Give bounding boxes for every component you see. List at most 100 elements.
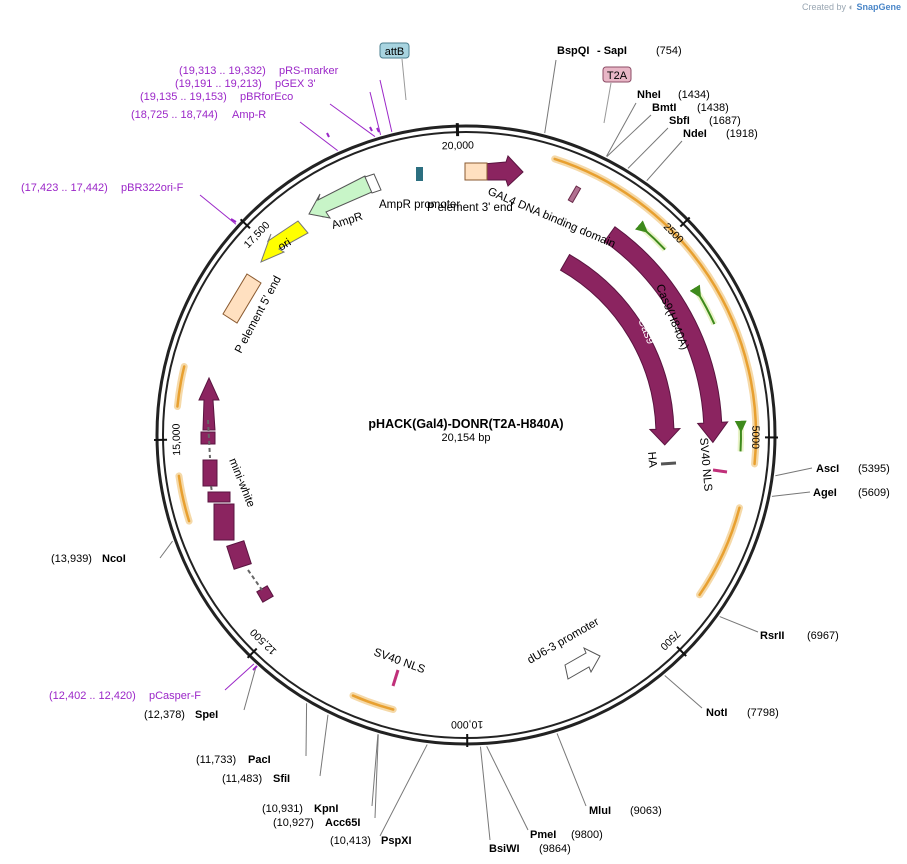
enzyme-sapi: - SapI [597, 45, 627, 57]
primer-range-4: (18,725 .. 18,744) [131, 109, 218, 121]
mini-white-exons [200, 419, 274, 603]
tick-label: 20,000 [442, 139, 475, 152]
enzyme-leader-line [243, 665, 257, 711]
enzyme-ndei: NdeI [683, 128, 707, 140]
enzyme-acc65i: Acc65I [325, 817, 360, 829]
enzyme-leader-line [371, 734, 379, 807]
primer-range-6: (12,402 .. 12,420) [49, 690, 136, 702]
primer-leader-line [369, 91, 382, 136]
ori-arrow [260, 220, 309, 263]
primer-range-1: (19,313 .. 19,332) [179, 65, 266, 77]
primer-mark-5 [252, 665, 258, 671]
enzyme-leader-line [646, 140, 683, 182]
ori-label: ori [276, 237, 293, 254]
backbone-outer [155, 124, 777, 746]
enzyme-leader-line [771, 491, 811, 497]
primer-mark-1 [369, 126, 373, 132]
enzyme-sfii-pos: (11,483) [222, 773, 262, 785]
primer-labels: (19,313 .. 19,332) pRS-marker (19,191 ..… [21, 65, 339, 702]
enzyme-bspqi: BspQI [557, 45, 589, 57]
enzyme-rsrii-pos: (6967) [807, 630, 839, 642]
enzyme-mlui: MluI [589, 805, 611, 817]
tick-label: 5000 [749, 426, 761, 450]
ha-marker [660, 461, 677, 466]
ampr-arrow [308, 175, 373, 219]
primer-mark-4 [230, 218, 237, 223]
gal4-label: GAL4 DNA binding domain [486, 186, 617, 251]
credit-brand: SnapGene [856, 2, 901, 12]
sv40-nls-right-marker [712, 468, 728, 474]
enzyme-spei-pos: (12,378) [144, 709, 185, 721]
enzyme-pspxi-pos: (10,413) [330, 835, 371, 847]
primer-leader-line [329, 103, 376, 137]
enzyme-paci: PacI [248, 754, 271, 766]
primer-leader-line [199, 194, 237, 225]
mini-white-arrow [198, 376, 220, 431]
enzyme-spei: SpeI [195, 709, 218, 721]
tick-label: 10,000 [451, 718, 483, 730]
enzyme-bspqi-pos: (754) [656, 45, 682, 57]
attb-tag: attB [379, 42, 410, 101]
primer-name-5: pBR322ori-F [121, 182, 184, 194]
primer-name-2: pGEX 3' [275, 78, 316, 90]
enzyme-agei: AgeI [813, 487, 837, 499]
sv40-nls-right-label: SV40 NLS [697, 437, 714, 492]
enzyme-sbfi: SbfI [669, 115, 690, 127]
green-arrow-2 [689, 284, 716, 325]
primer-range-2: (19,191 .. 19,213) [175, 78, 262, 90]
enzyme-bsiwi-pos: (9864) [539, 843, 571, 855]
enzyme-pspxi: PspXI [381, 835, 412, 847]
mini-white-label: mini-white [226, 457, 257, 509]
primer-leader-line [299, 121, 338, 152]
orf-right [698, 506, 741, 597]
orf-arcs [173, 155, 760, 714]
enzyme-bmti: BmtI [652, 102, 676, 114]
enzyme-kpni-pos: (10,931) [262, 803, 303, 815]
tick-mark [246, 647, 258, 659]
ampr-label: AmpR [330, 211, 364, 232]
enzyme-pmei-pos: (9800) [571, 829, 603, 841]
enzyme-mlui-pos: (9063) [630, 805, 662, 817]
t2a-tag: T2A [602, 66, 632, 124]
enzyme-leader-line [627, 127, 669, 169]
enzyme-nhei-pos: (1434) [678, 89, 710, 101]
primer-range-5: (17,423 .. 17,442) [21, 182, 108, 194]
orf-outer [553, 157, 758, 466]
enzyme-leader-line [374, 734, 379, 819]
tick-label: 15,000 [171, 423, 184, 455]
primer-mark-2 [376, 127, 380, 133]
enzyme-leader-line [664, 675, 703, 709]
primer-name-1: pRS-marker [279, 65, 339, 77]
enzyme-leader-line [719, 616, 759, 633]
snapgene-logo-icon: ◐ [848, 2, 854, 12]
credit-prefix: Created by [801, 2, 847, 12]
enzyme-leader-line [479, 746, 491, 841]
attb-marker [416, 167, 423, 181]
leader-lines [159, 59, 813, 841]
snapgene-credit: Created by ◐ SnapGene [802, 2, 901, 12]
orf-left-lower [177, 474, 191, 523]
enzyme-ncoi-pos: (13,939) [51, 553, 92, 565]
orf-bottom [351, 694, 395, 711]
primer-mark-3 [326, 132, 330, 138]
t2a-label: T2A [607, 70, 628, 82]
enzyme-bsiwi: BsiWI [489, 843, 520, 855]
enzyme-paci-pos: (11,733) [196, 754, 236, 766]
enzyme-asci: AscI [816, 463, 839, 475]
enzyme-leader-line [319, 714, 329, 777]
primer-range-3: (19,135 .. 19,153) [140, 91, 227, 103]
enzyme-leader-line [606, 102, 637, 157]
enzyme-kpni: KpnI [314, 803, 338, 815]
enzyme-agei-pos: (5609) [858, 487, 890, 499]
enzyme-sfii: SfiI [273, 773, 290, 785]
enzyme-leader-line [305, 703, 308, 757]
enzyme-ndei-pos: (1918) [726, 128, 758, 140]
enzyme-leader-line [606, 114, 652, 157]
primer-leader-line [224, 663, 255, 691]
plasmid-name: pHACK(Gal4)-DONR(T2A-H840A) [368, 417, 563, 431]
enzyme-rsrii: RsrII [760, 630, 784, 642]
enzyme-pmei: PmeI [530, 829, 556, 841]
primer-leader-line [379, 79, 393, 133]
enzyme-leader-line [556, 733, 587, 807]
